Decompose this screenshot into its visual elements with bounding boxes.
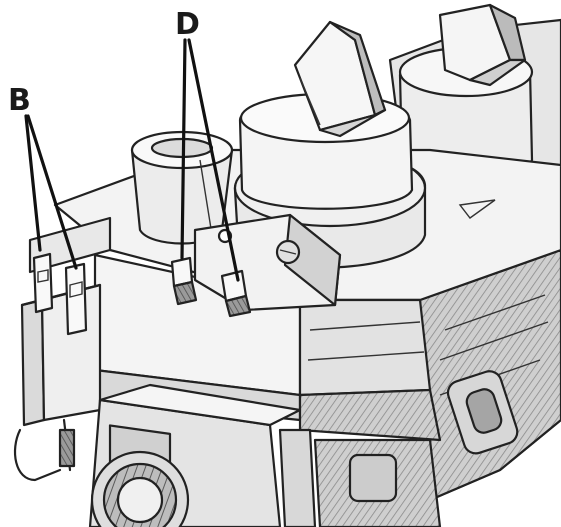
terminal-d-left bbox=[170, 256, 198, 306]
main-control-knob bbox=[233, 20, 427, 269]
leader-b-right bbox=[26, 114, 78, 270]
callout-leaders bbox=[24, 38, 240, 282]
callout-label-b: B bbox=[8, 83, 31, 118]
terminal-d-right bbox=[220, 269, 252, 318]
callout-label-d: D bbox=[175, 7, 200, 42]
microswitch-assembly bbox=[170, 213, 342, 318]
leader-b-left bbox=[24, 114, 42, 252]
gas-inlet-fitting bbox=[13, 383, 442, 527]
leader-d-right bbox=[187, 38, 240, 282]
terminal-b-left bbox=[32, 252, 54, 314]
terminal-b-right bbox=[64, 262, 88, 336]
leader-d-left bbox=[180, 38, 187, 260]
